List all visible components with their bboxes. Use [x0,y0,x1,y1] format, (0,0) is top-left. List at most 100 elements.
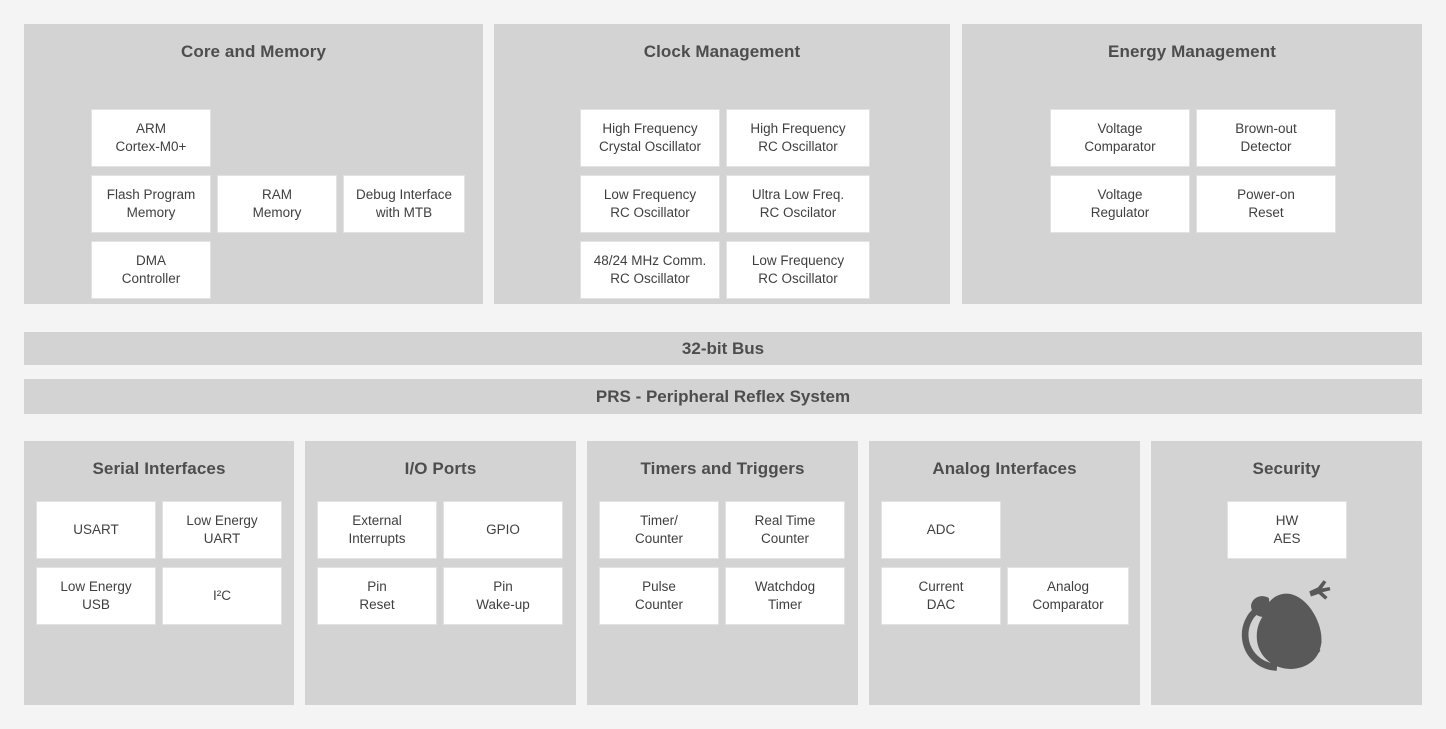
block-line-2: Interrupts [348,531,406,546]
panel-title-security: Security [1252,459,1321,478]
block-watchdog-timer[interactable]: Watchdog Timer [725,567,845,625]
block-line-1: Analog [1046,579,1090,594]
block-line-2: Controller [121,271,181,286]
block-voltage-regulator[interactable]: Voltage Regulator [1050,175,1190,233]
block-line-1: Voltage [1097,187,1143,202]
block-line-2: RC Oscillator [610,271,690,286]
bus-prs-label: PRS - Peripheral Reflex System [595,386,851,406]
block-flash-program-memory[interactable]: Flash Program Memory [91,175,211,233]
block-pulse-counter[interactable]: Pulse Counter [599,567,719,625]
connector-bottom-segment-6 [1289,416,1422,441]
panel-title-timers-and-triggers: Timers and Triggers [640,459,805,478]
block-dma-controller[interactable]: DMA Controller [91,241,211,299]
panel-analog-interfaces: Analog Interfaces ADC Current DAC Analog… [869,441,1140,705]
block-low-frequency-rc-oscillator-2[interactable]: Low Frequency RC Oscillator [726,241,870,299]
block-line-2: RC Oscillator [758,271,838,286]
block-line-2: Counter [634,531,684,546]
block-line-1: Current [918,579,964,594]
block-hw-aes[interactable]: HW AES [1227,501,1347,559]
block-line-1: 48/24 MHz Comm. [593,253,707,268]
block-line-1: RAM [261,187,292,202]
connector-bottom-segment-4 [727,416,1002,441]
block-line-2: Comparator [1084,139,1156,154]
block-line-1: Watchdog [754,579,816,594]
block-adc[interactable]: ADC [881,501,1001,559]
panel-title-energy-management: Energy Management [1108,42,1276,61]
block-pin-wake-up[interactable]: Pin Wake-up [443,567,563,625]
block-brown-out-detector[interactable]: Brown-out Detector [1196,109,1336,167]
block-48-24-mhz-comm-rc-oscillator[interactable]: 48/24 MHz Comm. RC Oscillator [580,241,720,299]
block-line-1: Pin [493,579,513,594]
block-ram-memory[interactable]: RAM Memory [217,175,337,233]
panel-title-serial-interfaces: Serial Interfaces [92,459,226,478]
block-line-2: Reset [1248,205,1284,220]
block-line-2: Regulator [1090,205,1150,220]
block-line-2: Reset [359,597,395,612]
bus-prs: PRS - Peripheral Reflex System [24,379,1422,414]
block-usart[interactable]: USART [36,501,156,559]
block-debug-interface-with-mtb[interactable]: Debug Interface with MTB [343,175,465,233]
block-line-2: Crystal Oscillator [598,139,701,154]
block-pin-reset[interactable]: Pin Reset [317,567,437,625]
block-voltage-comparator[interactable]: Voltage Comparator [1050,109,1190,167]
connector-bottom-segment-1 [24,416,157,441]
block-line-2: Memory [252,205,302,220]
block-gpio[interactable]: GPIO [443,501,563,559]
block-line-1: High Frequency [602,121,698,136]
block-line-2: Memory [126,205,176,220]
block-line-1: Low Frequency [751,253,845,268]
block-timer-counter[interactable]: Timer/ Counter [599,501,719,559]
block-line-1: DMA [136,253,166,268]
block-line-2: DAC [926,597,956,612]
block-line-1: ADC [926,522,956,537]
panel-title-analog-interfaces: Analog Interfaces [932,459,1077,478]
block-line-1: Pulse [642,579,676,594]
block-high-frequency-crystal-oscillator[interactable]: High Frequency Crystal Oscillator [580,109,720,167]
block-arm-cortex-m0plus[interactable]: ARM Cortex-M0+ [91,109,211,167]
block-line-2: Comparator [1032,597,1104,612]
block-power-on-reset[interactable]: Power-on Reset [1196,175,1336,233]
block-line-2: RC Oscilator [759,205,837,220]
block-line-1: Voltage [1097,121,1143,136]
block-low-energy-usb[interactable]: Low Energy USB [36,567,156,625]
panel-security: Security HW AES [1151,441,1422,705]
block-line-1: Power-on [1237,187,1295,202]
block-line-1: GPIO [486,522,520,537]
block-line-2: USB [82,597,110,612]
block-line-2: RC Oscillator [758,139,838,154]
block-line-2: RC Oscillator [610,205,690,220]
panel-energy-management: Energy Management Voltage Comparator Bro… [962,24,1422,304]
block-line-1: Low Frequency [603,187,697,202]
panel-title-core-and-memory: Core and Memory [180,42,327,61]
gecko-logo [1230,565,1352,687]
connector-bottom-segment-3 [446,416,721,441]
bus-32-bit: 32-bit Bus [24,332,1422,365]
connector-top-segment-1 [24,306,250,332]
block-line-1: Timer/ [640,513,678,528]
block-ultra-low-freq-rc-oscillator[interactable]: Ultra Low Freq. RC Oscilator [726,175,870,233]
block-low-frequency-rc-oscillator[interactable]: Low Frequency RC Oscillator [580,175,720,233]
block-line-1: Ultra Low Freq. [751,187,845,202]
block-low-energy-uart[interactable]: Low Energy UART [162,501,282,559]
block-analog-comparator[interactable]: Analog Comparator [1007,567,1129,625]
block-line-1: Debug Interface [355,187,453,202]
block-line-1: I²C [213,588,231,603]
panel-io-ports: I/O Ports External Interrupts GPIO Pin R… [305,441,576,705]
connector-top-segment-2 [256,306,1037,332]
block-current-dac[interactable]: Current DAC [881,567,1001,625]
block-i2c[interactable]: I²C [162,567,282,625]
block-real-time-counter[interactable]: Real Time Counter [725,501,845,559]
connector-top-segment-3 [1043,306,1422,332]
panel-serial-interfaces: Serial Interfaces USART Low Energy UART … [24,441,294,705]
block-line-1: External [352,513,402,528]
block-high-frequency-rc-oscillator[interactable]: High Frequency RC Oscillator [726,109,870,167]
block-line-2: UART [203,531,241,546]
block-line-1: Real Time [754,513,816,528]
block-line-2: Cortex-M0+ [115,139,187,154]
bus-32-bit-label: 32-bit Bus [681,338,765,358]
block-line-1: Pin [367,579,387,594]
block-line-2: AES [1273,531,1301,546]
block-external-interrupts[interactable]: External Interrupts [317,501,437,559]
block-line-2: Counter [634,597,684,612]
